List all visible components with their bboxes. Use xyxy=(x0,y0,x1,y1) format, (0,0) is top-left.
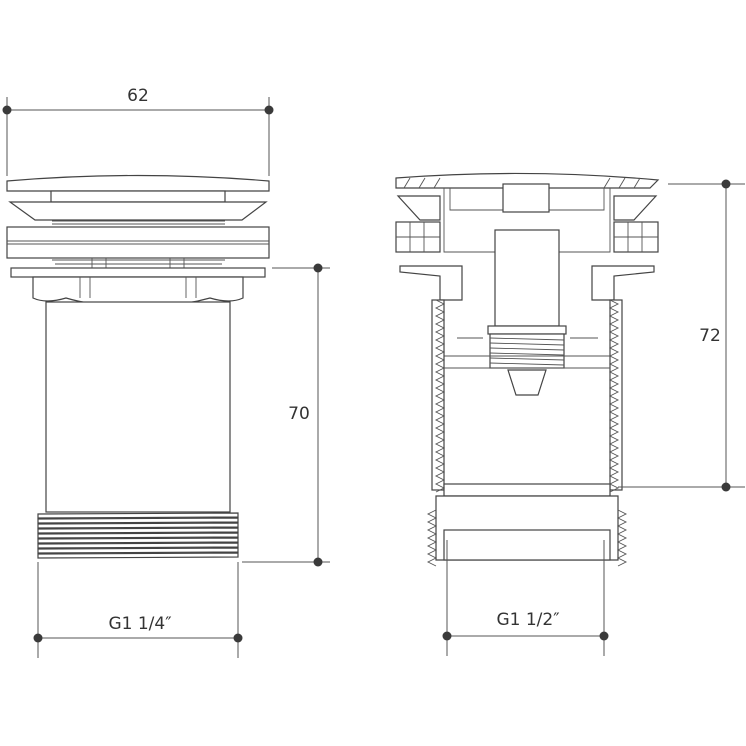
right-height-dimension-label: 72 xyxy=(699,326,721,346)
right-thread-lines xyxy=(426,299,628,567)
thread-line xyxy=(37,537,239,544)
stem-thread-line xyxy=(489,352,565,356)
thread-line xyxy=(37,542,239,549)
thread-line xyxy=(37,512,239,519)
thread-line xyxy=(37,517,239,524)
thread-zigzag xyxy=(434,299,446,493)
stem-thread-line xyxy=(489,342,565,346)
stem-thread-line xyxy=(489,347,565,351)
stem-thread-line xyxy=(489,362,565,366)
outer-thread-zigzag xyxy=(426,509,438,567)
thread-line xyxy=(37,527,239,534)
left-dimensions xyxy=(2,97,330,658)
thread-line xyxy=(37,547,239,554)
outer-thread-zigzag xyxy=(616,509,628,567)
thread-line xyxy=(37,532,239,539)
thread-line xyxy=(37,522,239,529)
stem-thread-line xyxy=(489,357,565,361)
right-waste-section-view xyxy=(395,172,660,567)
thread-zigzag xyxy=(608,299,620,493)
left-waste-exterior-view xyxy=(6,174,270,559)
right-thread-label: G1 1/2″ xyxy=(496,610,560,630)
width-dimension-label: 62 xyxy=(127,86,149,106)
left-thread-lines xyxy=(37,512,239,559)
left-thread-label: G1 1/4″ xyxy=(108,614,172,634)
stem-thread-line xyxy=(489,337,565,341)
right-dimensions xyxy=(442,179,745,656)
left-height-dimension-label: 70 xyxy=(288,404,310,424)
thread-line xyxy=(37,552,239,559)
